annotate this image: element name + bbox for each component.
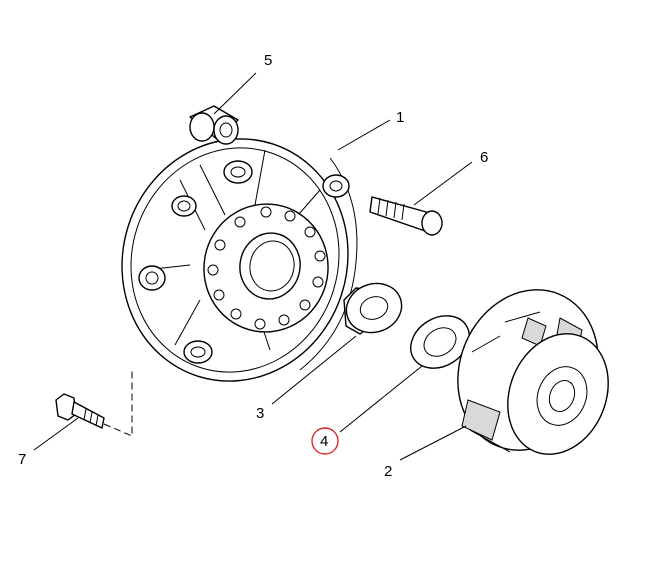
leader-lines bbox=[33, 72, 473, 461]
bush-part-5 bbox=[189, 105, 239, 145]
leader-5 bbox=[213, 72, 257, 115]
hub-cap-part-2 bbox=[457, 289, 609, 455]
callout-label-4: 4 bbox=[320, 433, 328, 450]
hub-flange-part-1 bbox=[121, 138, 358, 382]
callout-label-1: 1 bbox=[396, 109, 404, 126]
flange-nut-part-3 bbox=[343, 282, 403, 335]
bolt-part-7 bbox=[55, 370, 133, 437]
callout-label-7: 7 bbox=[18, 451, 26, 468]
washer-part-4 bbox=[410, 315, 470, 369]
callout-label-5: 5 bbox=[264, 52, 272, 69]
callout-label-6: 6 bbox=[480, 149, 488, 166]
callout-label-3: 3 bbox=[256, 405, 264, 422]
leader-1 bbox=[337, 119, 391, 151]
wheel-stud-part-6 bbox=[369, 196, 443, 236]
leader-6 bbox=[413, 161, 473, 206]
leader-7 bbox=[33, 417, 79, 451]
highlight-ring-4 bbox=[311, 427, 339, 455]
leader-3 bbox=[271, 335, 357, 405]
leader-4 bbox=[339, 365, 423, 433]
leader-2 bbox=[399, 425, 467, 461]
callout-label-2: 2 bbox=[384, 463, 392, 480]
